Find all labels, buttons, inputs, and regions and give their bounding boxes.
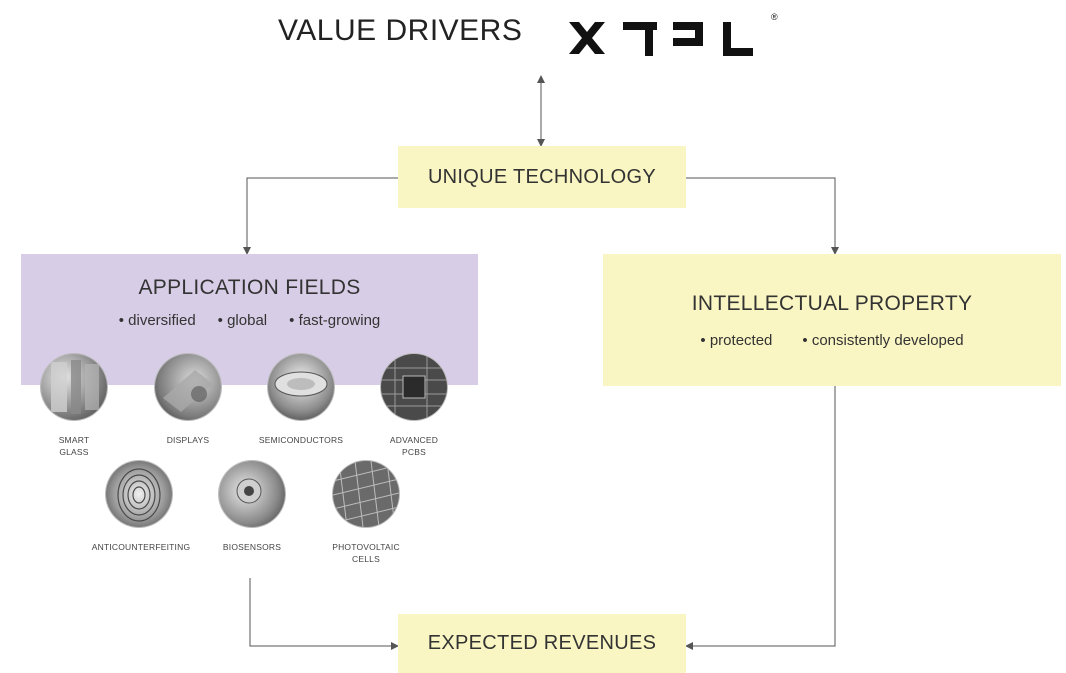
- caption-semiconductors: SEMICONDUCTORS: [258, 435, 344, 445]
- intellectual-property-title: INTELLECTUAL PROPERTY: [691, 291, 973, 315]
- intellectual-property-bullets: protected consistently developed: [700, 332, 964, 349]
- smart-glass-icon: [41, 354, 107, 420]
- registered-mark: ®: [771, 12, 778, 22]
- caption-biosensors: BIOSENSORS: [222, 542, 282, 552]
- photovoltaic-cells-icon: [333, 461, 399, 527]
- semiconductors-icon: [268, 354, 334, 420]
- arrow-technology-to-ip: [686, 177, 839, 255]
- unique-technology-box: UNIQUE TECHNOLOGY: [398, 146, 686, 208]
- caption-advanced-pcbs: ADVANCEDPCBs: [389, 435, 439, 457]
- application-fields-title: APPLICATION FIELDS: [138, 276, 361, 299]
- anticounterfeiting-icon: [106, 461, 172, 527]
- advanced-pcbs-icon: [381, 354, 447, 420]
- arrow-ip-to-revenues: [685, 386, 836, 650]
- caption-displays: DISPLAYS: [166, 435, 210, 445]
- xtpl-logo: ®: [565, 12, 795, 60]
- expected-revenues-label: EXPECTED REVENUES: [427, 632, 657, 654]
- bullet-protected: protected: [700, 332, 773, 349]
- application-fields-bullets: diversified global fast-growing: [119, 312, 381, 329]
- bullet-fast-growing: fast-growing: [289, 312, 381, 329]
- bullet-consistently-developed: consistently developed: [802, 332, 964, 349]
- xtpl-logo-mark: [569, 22, 753, 56]
- displays-icon: [155, 354, 221, 420]
- expected-revenues-box: EXPECTED REVENUES: [398, 614, 686, 673]
- caption-anticounterfeiting: ANTICOUNTERFEITING: [91, 542, 191, 552]
- unique-technology-label: UNIQUE TECHNOLOGY: [427, 165, 657, 188]
- arrow-applications-to-revenues: [249, 578, 399, 650]
- bullet-diversified: diversified: [119, 312, 196, 329]
- arrow-technology-to-applications: [243, 177, 398, 255]
- page-title: VALUE DRIVERS: [278, 14, 523, 47]
- biosensors-icon: [219, 461, 285, 527]
- intellectual-property-box: INTELLECTUAL PROPERTY protected consiste…: [603, 254, 1061, 386]
- bullet-global: global: [218, 312, 267, 329]
